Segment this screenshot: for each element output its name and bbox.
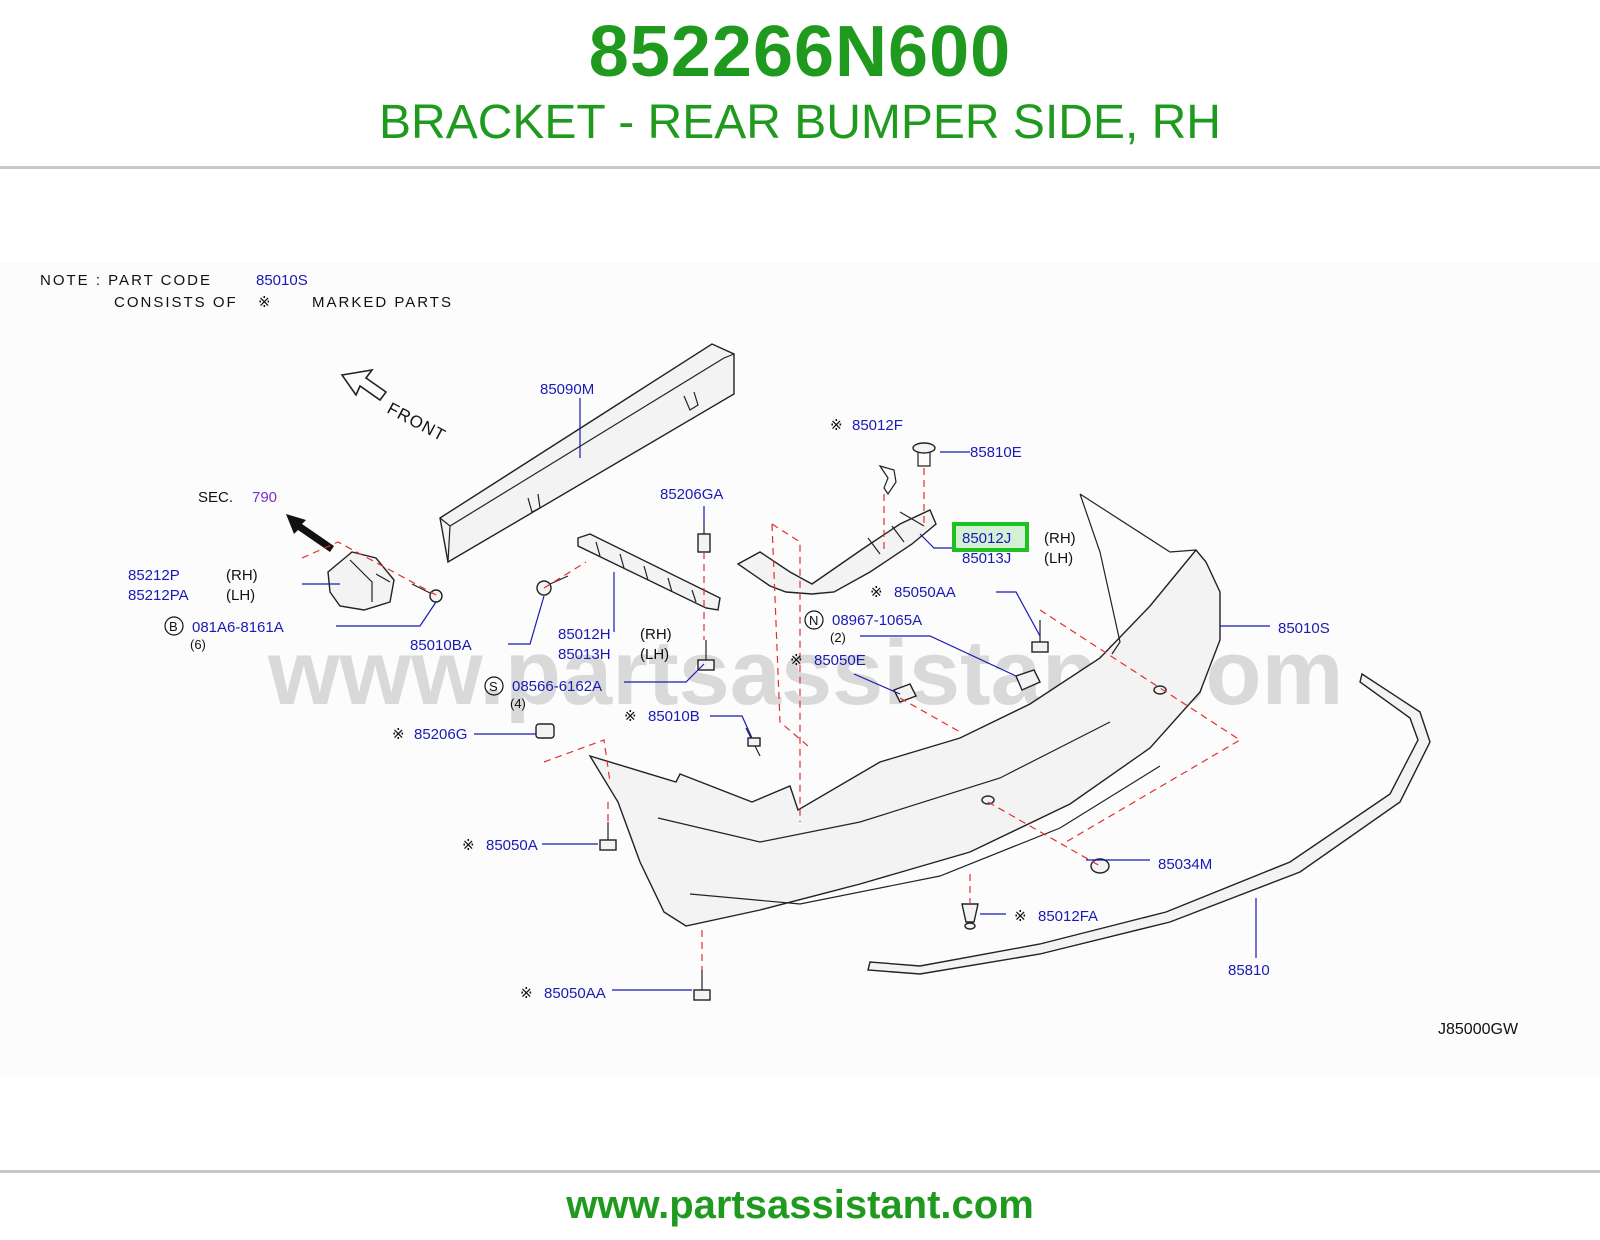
n-circle-icon: [804, 610, 824, 630]
callout-85012J-side: (RH): [1044, 530, 1076, 547]
mark-85206G: ※: [392, 726, 405, 743]
qty-08566: (4): [510, 696, 526, 711]
clip-85206GA: [697, 524, 711, 553]
callout-85012H-side: (RH): [640, 626, 672, 643]
note-part-code[interactable]: 85010S: [256, 272, 308, 289]
energy-absorber-85090M: [439, 343, 735, 564]
clip-08967: [1015, 669, 1041, 691]
clip-85050E: [893, 683, 917, 703]
screw-85010BA: [536, 575, 569, 596]
callout-08566-6162A[interactable]: 08566-6162A: [512, 678, 602, 695]
callout-85012FA[interactable]: 85012FA: [1038, 908, 1098, 925]
callout-85212P-side: (RH): [226, 567, 258, 584]
callout-85050A[interactable]: 85050A: [486, 837, 538, 854]
diagram-panel: www.partsassistant.com NOTE : PART CODE …: [0, 262, 1600, 1077]
callout-85010B[interactable]: 85010B: [648, 708, 700, 725]
front-arrow-icon: [340, 368, 388, 402]
grommet-85810E: [912, 442, 936, 467]
mark-85050AA-bottom: ※: [520, 985, 533, 1002]
part-number-heading: 852266N600: [588, 12, 1012, 92]
bolt-85050AA-top: [1031, 620, 1049, 653]
note-line2-suffix: MARKED PARTS: [312, 294, 453, 311]
clip-85012FA: [961, 903, 979, 930]
callout-85012J[interactable]: 85012J: [962, 530, 1011, 547]
n-circle-letter: N: [809, 613, 818, 628]
callout-08967-1065A[interactable]: 08967-1065A: [832, 612, 922, 629]
screw-081A6: [411, 583, 443, 603]
bracket-85012J: [736, 509, 937, 595]
callout-85050AA-top[interactable]: 85050AA: [894, 584, 956, 601]
mark-85050E: ※: [790, 652, 803, 669]
header-divider: [0, 166, 1600, 169]
note-line2-prefix: CONSISTS OF: [114, 294, 238, 311]
callout-85810E[interactable]: 85810E: [970, 444, 1022, 461]
callout-85090M[interactable]: 85090M: [540, 381, 594, 398]
side-bracket-85212P: [327, 551, 395, 611]
bolt-08566: [697, 640, 715, 671]
sec-reference[interactable]: 790: [252, 489, 277, 506]
callout-85212P[interactable]: 85212P: [128, 567, 180, 584]
grommet-85034M: [1090, 858, 1110, 874]
callout-85050AA-bottom[interactable]: 85050AA: [544, 985, 606, 1002]
callout-85010BA[interactable]: 85010BA: [410, 637, 472, 654]
callout-85212PA[interactable]: 85212PA: [128, 587, 189, 604]
mark-85010B: ※: [624, 708, 637, 725]
part-title-heading: BRACKET - REAR BUMPER SIDE, RH: [379, 96, 1221, 149]
s-circle-letter: S: [489, 679, 498, 694]
mark-85050A: ※: [462, 837, 475, 854]
callout-85012F[interactable]: 85012F: [852, 417, 903, 434]
mark-85012F: ※: [830, 417, 843, 434]
callout-85050E[interactable]: 85050E: [814, 652, 866, 669]
qty-08967: (2): [830, 630, 846, 645]
mark-85012FA: ※: [1014, 908, 1027, 925]
assembly-guide-lines: [301, 468, 1242, 970]
bolt-85050AA-bottom: [693, 970, 711, 1001]
clip-85012F: [878, 464, 897, 496]
callout-85013J[interactable]: 85013J: [962, 550, 1011, 567]
b-circle-letter: B: [169, 619, 178, 634]
leader-lines: [302, 398, 1270, 991]
front-label: FRONT: [384, 399, 449, 446]
rear-bumper-fascia-85010S: [588, 493, 1221, 927]
callout-85034M[interactable]: 85034M: [1158, 856, 1212, 873]
callout-081A6-8161A[interactable]: 081A6-8161A: [192, 619, 284, 636]
footer-divider: [0, 1170, 1600, 1173]
footer-url[interactable]: www.partsassistant.com: [566, 1183, 1034, 1227]
callout-85012H[interactable]: 85012H: [558, 626, 611, 643]
b-circle-icon: [164, 616, 184, 636]
callout-85206G[interactable]: 85206G: [414, 726, 467, 743]
callout-85013H[interactable]: 85013H: [558, 646, 611, 663]
qty-081A6: (6): [190, 637, 206, 652]
callout-85010S[interactable]: 85010S: [1278, 620, 1330, 637]
callout-85013H-side: (LH): [640, 646, 669, 663]
sec-label: SEC.: [198, 489, 233, 506]
bolt-85050A: [599, 822, 617, 851]
mark-85050AA-top: ※: [870, 584, 883, 601]
sec-arrow-icon: [286, 514, 334, 552]
note-line1-prefix: NOTE : PART CODE: [40, 272, 212, 289]
highlight-box-85012J: [952, 522, 1029, 552]
parts-diagram: www.partsassistant.com NOTE : PART CODE …: [40, 272, 1519, 1038]
s-circle-icon: [484, 676, 504, 696]
nut-85206G: [535, 723, 555, 739]
callout-85810[interactable]: 85810: [1228, 962, 1270, 979]
note-mark-symbol: ※: [258, 294, 271, 311]
moulding-strip-85810: [867, 672, 1431, 975]
diagram-code: J85000GW: [1438, 1021, 1519, 1038]
callout-85206GA[interactable]: 85206GA: [660, 486, 723, 503]
side-retainer-85012H: [577, 533, 721, 611]
callout-85013J-side: (LH): [1044, 550, 1073, 567]
callout-85212PA-side: (LH): [226, 587, 255, 604]
screw-85010B: [745, 727, 761, 757]
